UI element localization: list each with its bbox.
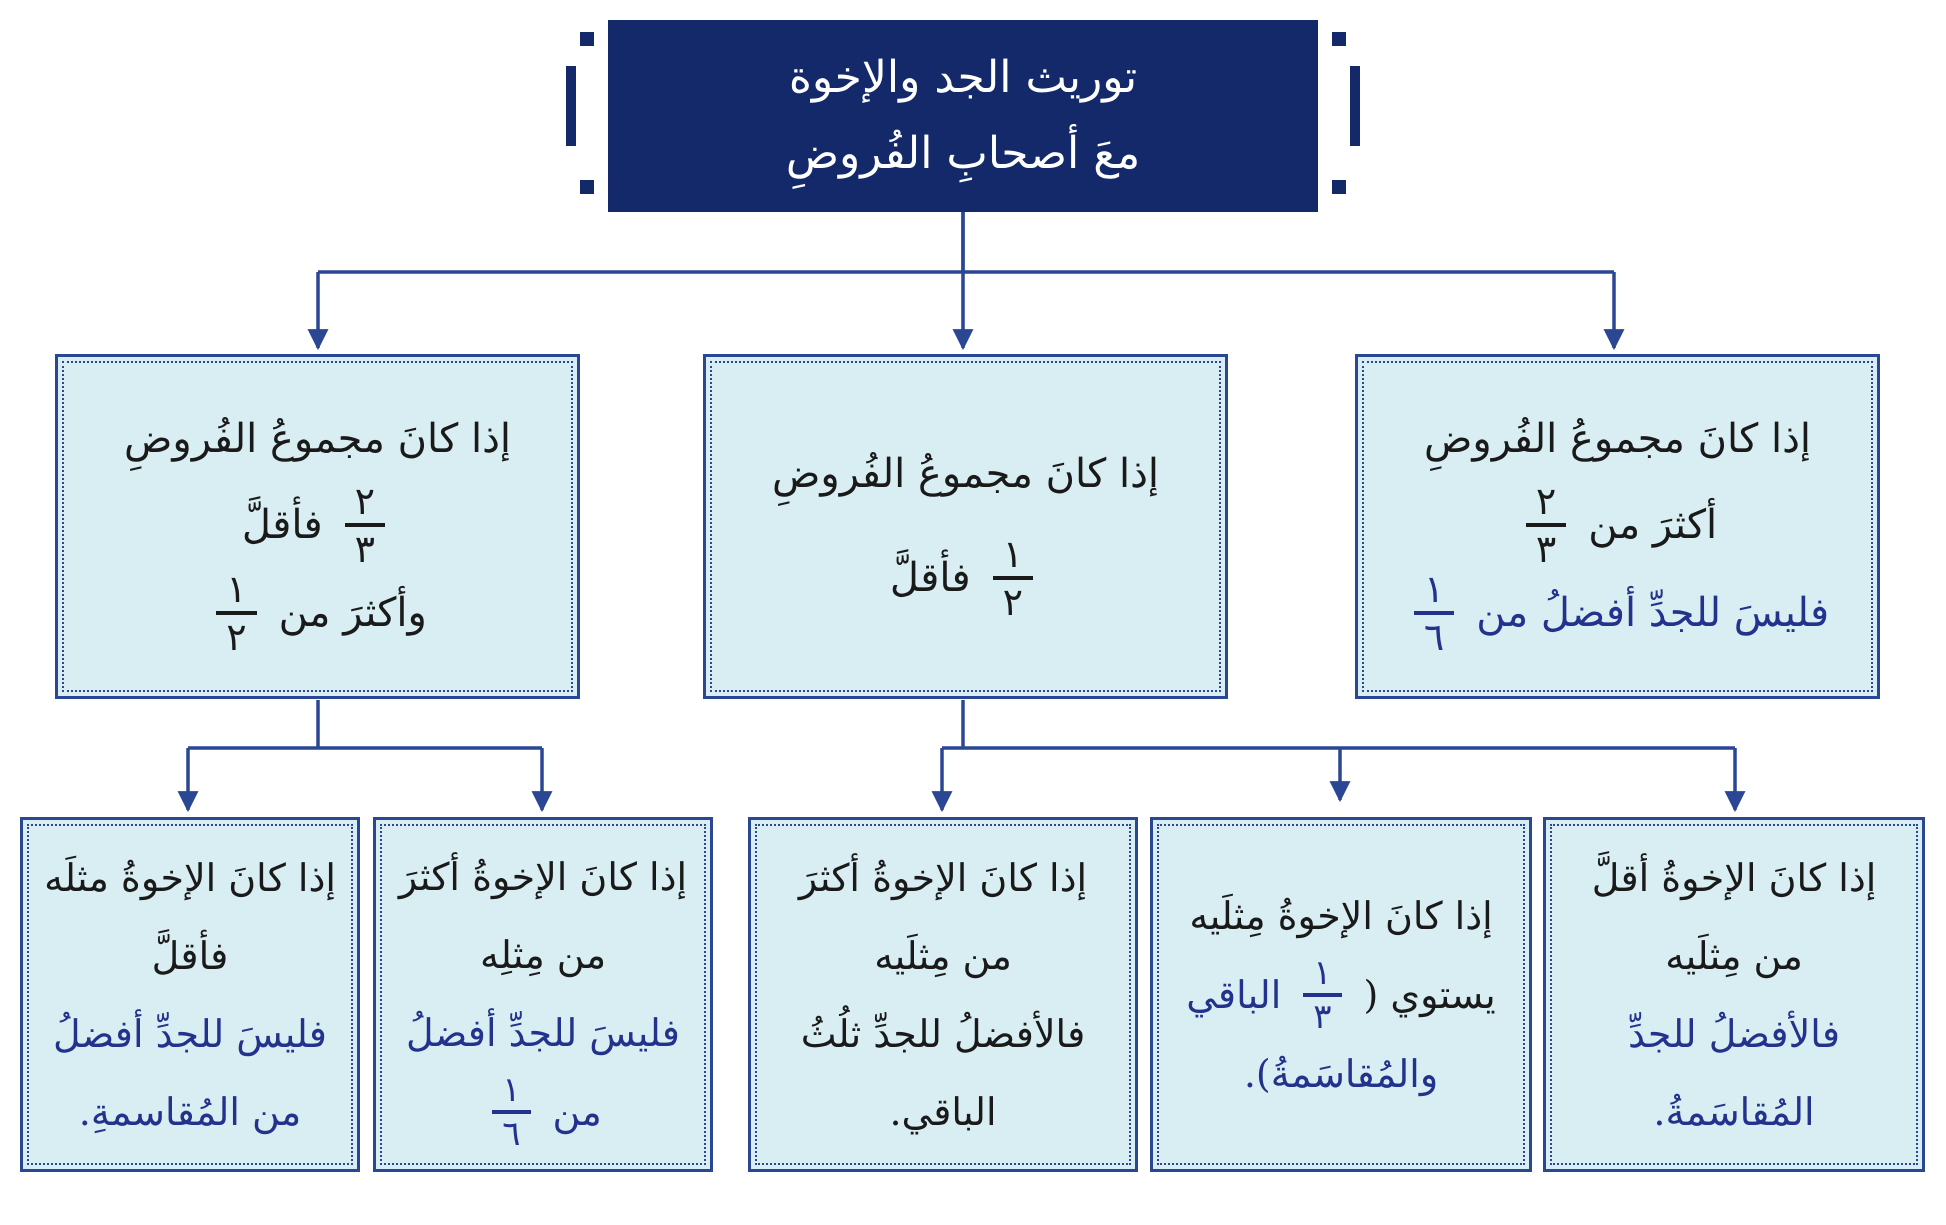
title-ornament: [1332, 32, 1346, 46]
outcome-b2-line-2-prefix: يستوي (: [1363, 972, 1496, 1017]
case-left-line-2-text: فأقلَّ: [241, 501, 323, 548]
case-middle-line-2-text: فأقلَّ: [889, 554, 971, 601]
outcome-b1-line-1: إذا كانَ الإخوةُ أقلَّ: [1591, 855, 1877, 900]
outcome-b5-line-1: إذا كانَ الإخوةُ مثلَه: [44, 855, 336, 900]
outcome-b5-line-4: من المُقاسمةِ.: [78, 1089, 302, 1134]
title-box: توريث الجد والإخوة معَ أصحابِ الفُروضِ: [608, 20, 1318, 212]
outcome-b4-line-2: من مِثلِه: [479, 932, 607, 977]
case-right-line-1: إذا كانَ مجموعُ الفُروضِ: [1424, 415, 1811, 462]
outcome-b1-line-4: المُقاسَمةُ.: [1653, 1089, 1815, 1134]
outcome-b2-line-2-suffix: الباقي: [1186, 972, 1282, 1017]
outcome-b1-line-2: من مِثلَيه: [1665, 933, 1803, 978]
outcome-box-b3: إذا كانَ الإخوةُ أكثرَ من مِثلَيه فالأفض…: [748, 817, 1138, 1172]
outcome-b4-line-4-text: من: [552, 1089, 602, 1134]
outcome-b5-line-2: فأقلَّ: [151, 933, 229, 978]
title-line-2: معَ أصحابِ الفُروضِ: [785, 128, 1141, 179]
outcome-b3-line-1: إذا كانَ الإخوةُ أكثرَ: [798, 855, 1088, 900]
outcome-b5-line-3: فليسَ للجدِّ أفضلُ: [53, 1011, 327, 1056]
title-ornament: [580, 32, 594, 46]
outcome-b2-line-3: والمُقاسَمةُ).: [1243, 1051, 1439, 1096]
title-ornament: [1350, 66, 1360, 146]
outcome-b4-line-1: إذا كانَ الإخوةُ أكثرَ: [398, 854, 688, 899]
case-right-line-3-text: فليسَ للجدِّ أفضلُ من: [1476, 589, 1830, 636]
title-line-1: توريث الجد والإخوة: [788, 52, 1138, 103]
title-ornament: [1332, 180, 1346, 194]
case-left-line-1: إذا كانَ مجموعُ الفُروضِ: [124, 415, 511, 462]
outcome-b2-line-1: إذا كانَ الإخوةُ مِثلَيه: [1189, 893, 1493, 938]
outcome-b1-line-3: فالأفضلُ للجدِّ: [1627, 1011, 1841, 1056]
outcome-box-b1: إذا كانَ الإخوةُ أقلَّ من مِثلَيه فالأفض…: [1543, 817, 1925, 1172]
title-ornament: [580, 180, 594, 194]
outcome-b3-line-2: من مِثلَيه: [874, 933, 1012, 978]
title-ornament: [566, 66, 576, 146]
case-right-line-2-text: أكثرَ من: [1588, 501, 1718, 548]
outcome-b4-line-3: فليسَ للجدِّ أفضلُ: [406, 1010, 680, 1055]
outcome-box-b5: إذا كانَ الإخوةُ مثلَه فأقلَّ فليسَ للجد…: [20, 817, 360, 1172]
outcome-box-b4: إذا كانَ الإخوةُ أكثرَ من مِثلِه فليسَ ل…: [373, 817, 713, 1172]
case-left-line-3-text: وأكثرَ من: [278, 589, 427, 636]
outcome-b3-line-3: فالأفضلُ للجدِّ ثلُثُ: [800, 1011, 1086, 1056]
outcome-b3-line-4: الباقي.: [889, 1089, 997, 1134]
case-middle-line-1: إذا كانَ مجموعُ الفُروضِ: [772, 450, 1159, 497]
